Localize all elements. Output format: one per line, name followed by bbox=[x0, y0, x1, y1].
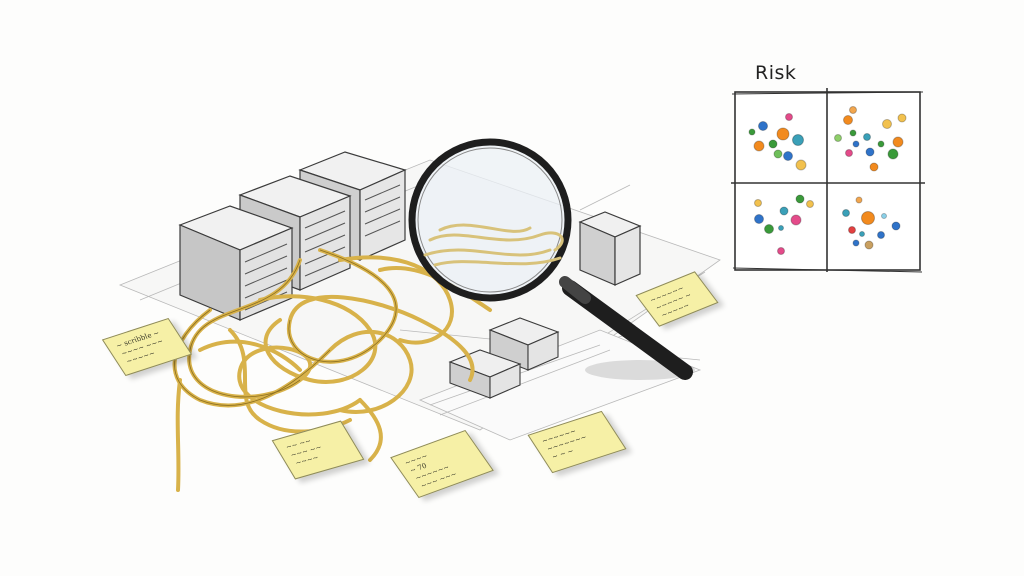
risk-matrix-grid bbox=[731, 88, 925, 273]
risk-matrix-title: Risk bbox=[755, 62, 797, 84]
risk-dots-top-right bbox=[834, 106, 907, 172]
server-unit-right bbox=[578, 211, 642, 286]
risk-dots-top-left bbox=[748, 113, 807, 171]
magnifying-glass bbox=[408, 138, 695, 380]
risk-dots-bottom-right bbox=[842, 196, 901, 250]
risk-dots-bottom-left bbox=[754, 194, 814, 255]
